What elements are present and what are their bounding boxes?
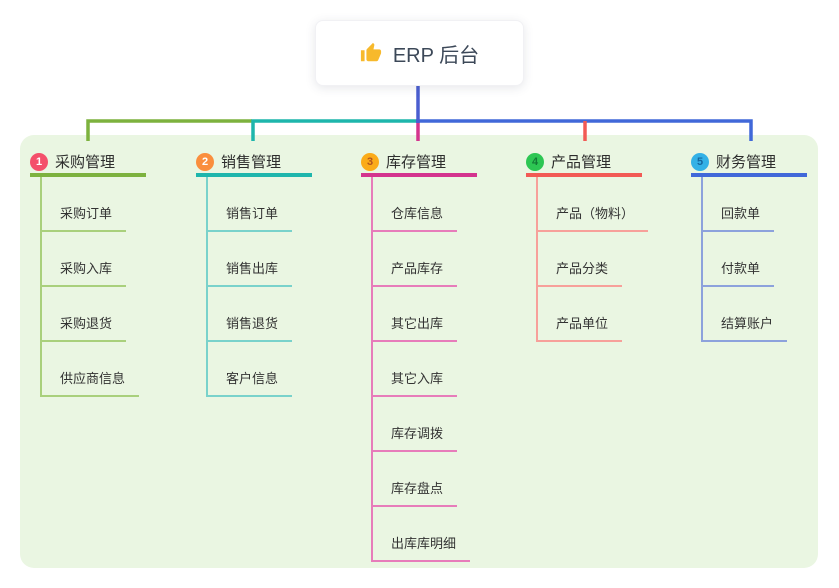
child-node[interactable]: 结算账户 [703,287,788,342]
branch-inventory: 3 库存管理 仓库信息 产品库存 其它出库 其它入库 库存调拨 库存盘点 出库库… [361,150,477,562]
branch-number-badge: 4 [526,152,544,171]
child-label: 付款单 [721,261,761,276]
child-node[interactable]: 销售订单 [208,177,293,232]
child-node[interactable]: 采购订单 [42,177,127,232]
child-node[interactable]: 采购入库 [42,232,127,287]
connector-branch-2 [251,119,419,141]
child-label: 采购退货 [60,316,113,331]
branch-number-badge: 2 [196,152,214,171]
branch-children: 回款单 付款单 结算账户 [701,177,807,342]
child-node[interactable]: 销售退货 [208,287,293,342]
branch-number-badge: 1 [30,152,48,171]
branch-label: 产品管理 [551,154,612,171]
branch-header[interactable]: 4 产品管理 [526,150,642,177]
branch-label: 库存管理 [386,154,447,171]
child-label: 销售订单 [226,206,279,221]
root-node[interactable]: ERP 后台 [315,20,524,86]
child-label: 客户信息 [226,371,279,386]
branch-label: 财务管理 [716,154,777,171]
child-label: 采购入库 [60,261,113,276]
child-label: 仓库信息 [391,206,444,221]
branch-header[interactable]: 2 销售管理 [196,150,312,177]
branches-panel [20,135,818,568]
child-label: 产品（物料） [556,206,635,221]
child-label: 产品分类 [556,261,609,276]
child-node[interactable]: 采购退货 [42,287,127,342]
child-label: 销售出库 [226,261,279,276]
child-node[interactable]: 销售出库 [208,232,293,287]
child-node[interactable]: 库存调拨 [373,397,458,452]
child-label: 结算账户 [721,316,774,331]
child-node[interactable]: 产品（物料） [538,177,649,232]
child-node[interactable]: 产品库存 [373,232,458,287]
branch-sales: 2 销售管理 销售订单 销售出库 销售退货 客户信息 [196,150,312,397]
branch-children: 销售订单 销售出库 销售退货 客户信息 [206,177,312,397]
thumbs-up-icon [360,42,382,64]
child-node[interactable]: 回款单 [703,177,775,232]
child-node[interactable]: 其它出库 [373,287,458,342]
child-label: 出库库明细 [391,536,457,551]
child-node[interactable]: 产品单位 [538,287,623,342]
connector-branch-5 [416,119,753,141]
child-node[interactable]: 库存盘点 [373,452,458,507]
child-node[interactable]: 付款单 [703,232,775,287]
child-label: 库存盘点 [391,481,444,496]
child-node[interactable]: 产品分类 [538,232,623,287]
child-label: 供应商信息 [60,371,126,386]
branch-product: 4 产品管理 产品（物料） 产品分类 产品单位 [526,150,649,342]
child-label: 产品库存 [391,261,444,276]
branch-header[interactable]: 1 采购管理 [30,150,146,177]
child-label: 回款单 [721,206,761,221]
branch-label: 销售管理 [221,154,282,171]
branch-header[interactable]: 5 财务管理 [691,150,807,177]
root-title: ERP 后台 [392,44,480,67]
child-label: 销售退货 [226,316,279,331]
connector-branch-1 [86,119,252,141]
branch-number-badge: 3 [361,152,379,171]
branch-children: 仓库信息 产品库存 其它出库 其它入库 库存调拨 库存盘点 出库库明细 [371,177,477,562]
branch-children: 产品（物料） 产品分类 产品单位 [536,177,649,342]
branch-label: 采购管理 [55,154,116,171]
child-node[interactable]: 仓库信息 [373,177,458,232]
branch-procurement: 1 采购管理 采购订单 采购入库 采购退货 供应商信息 [30,150,146,397]
child-node[interactable]: 出库库明细 [373,507,471,562]
child-node[interactable]: 客户信息 [208,342,293,397]
branch-children: 采购订单 采购入库 采购退货 供应商信息 [40,177,146,397]
child-label: 其它入库 [391,371,444,386]
child-node[interactable]: 其它入库 [373,342,458,397]
child-label: 库存调拨 [391,426,444,441]
branch-finance: 5 财务管理 回款单 付款单 结算账户 [691,150,807,342]
child-label: 其它出库 [391,316,444,331]
child-label: 产品单位 [556,316,609,331]
child-node[interactable]: 供应商信息 [42,342,140,397]
child-label: 采购订单 [60,206,113,221]
branch-number-badge: 5 [691,152,709,171]
branch-header[interactable]: 3 库存管理 [361,150,477,177]
